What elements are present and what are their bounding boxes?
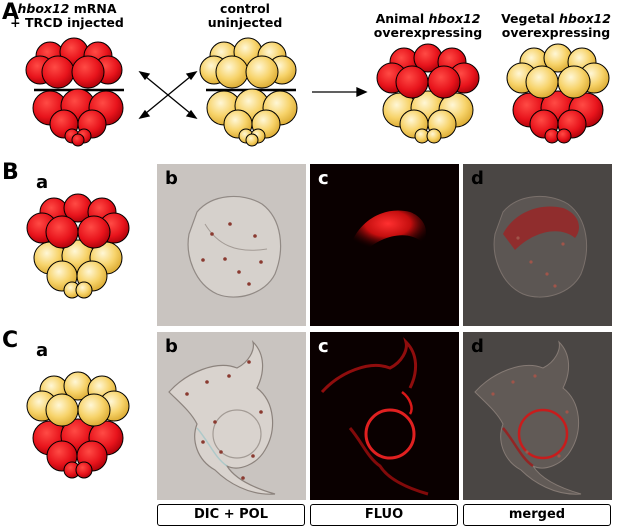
row-c-label-d: d: [471, 336, 484, 357]
column-label-dic-pol: DIC + POL: [157, 504, 305, 526]
embryo-vegetal-overexpressing: [506, 43, 610, 144]
caption-injected-gene: hbox12: [17, 1, 70, 16]
crossing-arrows: [138, 70, 198, 120]
photo-b-dic-pol: b: [157, 164, 306, 326]
embryo-injected-vegetal-half: [32, 88, 124, 147]
panel-label-b: B: [2, 160, 19, 185]
caption-vegetal-line2: overexpressing: [501, 25, 611, 40]
caption-vegetal-prefix: Vegetal: [501, 11, 560, 26]
photo-c-fluo: c: [310, 332, 459, 500]
photo-b-fluo: c: [310, 164, 459, 326]
caption-injected-rest: mRNA: [69, 1, 117, 16]
right-arrow: [312, 86, 368, 98]
row-b-label-d: d: [471, 168, 484, 189]
photo-b-merged: d: [463, 164, 612, 326]
embryo-row-b-schematic: [26, 193, 130, 299]
caption-vegetal-gene: hbox12: [559, 11, 611, 26]
column-label-fluo: FLUO: [310, 504, 458, 526]
caption-injected: hbox12 mRNA + TRCD injected: [6, 2, 128, 30]
embryo-injected-animal-half: [25, 37, 123, 89]
row-b-label-b: b: [165, 168, 178, 189]
caption-vegetal: Vegetal hbox12 overexpressing: [496, 12, 616, 40]
embryo-animal-overexpressing: [376, 43, 480, 144]
embryo-diagram-row-a: [25, 37, 610, 147]
row-b-label-a: a: [36, 172, 49, 193]
embryo-control-animal-half: [199, 37, 297, 89]
row-c-label-b: b: [165, 336, 178, 357]
caption-injected-line2: + TRCD injected: [10, 15, 124, 30]
column-label-merged: merged: [463, 504, 611, 526]
caption-animal-prefix: Animal: [375, 11, 429, 26]
row-c-label-a: a: [36, 340, 49, 361]
embryo-control-vegetal-half: [206, 88, 298, 147]
panel-label-c: C: [2, 328, 19, 353]
caption-animal-gene: hbox12: [428, 11, 481, 26]
panel-label-a: A: [2, 0, 20, 25]
caption-control-line2: uninjected: [207, 15, 283, 30]
caption-animal: Animal hbox12 overexpressing: [368, 12, 488, 40]
row-b-label-c: c: [318, 168, 329, 189]
caption-animal-line2: overexpressing: [373, 25, 483, 40]
row-c-label-c: c: [318, 336, 329, 357]
embryo-row-c-schematic: [26, 371, 130, 479]
caption-control-line1: control: [220, 1, 270, 16]
caption-control: control uninjected: [190, 2, 300, 30]
photo-c-merged: d: [463, 332, 612, 500]
photo-c-dic-pol: b: [157, 332, 306, 500]
